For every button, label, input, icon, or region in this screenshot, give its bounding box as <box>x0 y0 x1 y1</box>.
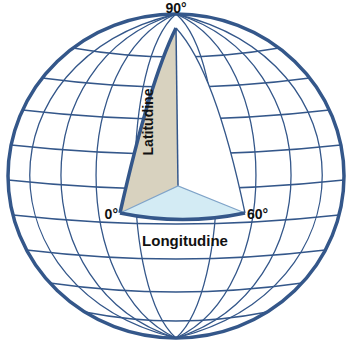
axis-label: Longitudine <box>142 233 228 248</box>
angle-label: 60° <box>247 207 268 221</box>
grid-line <box>50 283 302 292</box>
angle-label: 90° <box>165 1 186 15</box>
angle-label: 0° <box>105 207 118 221</box>
grid-line <box>85 312 268 321</box>
grid-line <box>27 250 326 259</box>
axis-label: Latitudine <box>141 89 155 156</box>
